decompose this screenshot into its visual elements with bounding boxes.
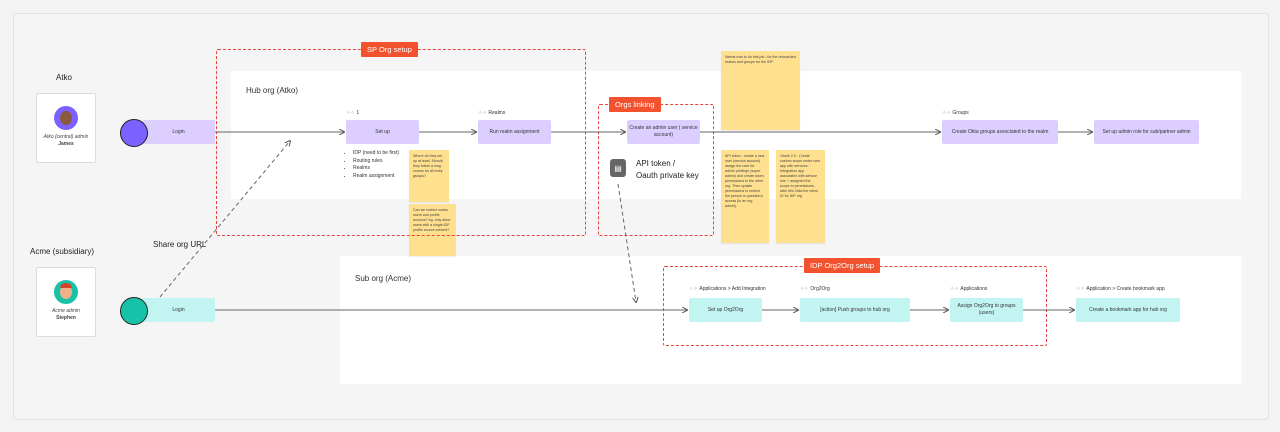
hub-org-title: Hub org (Atko) (246, 86, 299, 95)
atko-login-avatar (120, 119, 148, 147)
atko-admin-avatar (54, 106, 78, 130)
admin-role-node[interactable]: Set up admin role for sub/partner admin (1094, 120, 1199, 144)
atko-group-label: Atko (56, 73, 73, 82)
sub-org-title: Sub org (Acme) (355, 274, 412, 283)
api-token-label: API token / Oauth private key (636, 159, 699, 180)
grid-icon: ⁘⁘ (689, 286, 698, 292)
hub-step-realms: ⁘⁘Realms (478, 110, 506, 116)
acme-admin-role: Acme admin (52, 308, 80, 314)
realm-assignment-node[interactable]: Run realm assignment (478, 120, 551, 144)
sticky-note-4[interactable]: API token - create a new user (service a… (721, 150, 769, 243)
orgs-linking-tag: Orgs linking (609, 97, 661, 112)
atko-admin-name: James (58, 141, 74, 147)
sticky-note-5[interactable]: Oauth 2.0 - Create custom scope under ne… (776, 150, 825, 243)
sticky-note-1[interactable]: Where do they set up at least. Should th… (409, 150, 449, 202)
hub-step-1: ⁘⁘1 (346, 110, 360, 116)
atko-admin-role: Atko (central) admin (43, 134, 89, 140)
atko-login-node[interactable]: Login (142, 120, 215, 144)
document-icon: ▤ (610, 159, 626, 177)
acme-admin-name: Stephen (56, 315, 76, 321)
atko-admin-card: Atko (central) admin James (36, 93, 96, 163)
hub-step-groups: ⁘⁘Groups (942, 110, 969, 116)
sp-org-setup-tag: SP Org setup (361, 42, 418, 57)
bullet-item: IDP (need to be first) (353, 150, 399, 158)
bullet-item: Realms (353, 165, 399, 173)
connector-share-url (159, 141, 290, 298)
sub-step-applications: ⁘⁘Applications (950, 286, 988, 292)
bullet-item: Realm assignment (353, 173, 399, 181)
sub-step-org2org: ⁘⁘Org2Org (800, 286, 830, 292)
grid-icon: ⁘⁘ (346, 110, 355, 116)
admin-user-node[interactable]: Create an admin user ( service account) (627, 120, 700, 144)
sticky-note-2[interactable]: Can we restrict routes users and profile… (409, 204, 456, 256)
share-org-url-label: Share org URL (153, 240, 207, 249)
setup-node[interactable]: Set up (346, 120, 419, 144)
push-groups-node[interactable]: [action] Push groups to hub org (800, 298, 910, 322)
grid-icon: ⁘⁘ (800, 286, 809, 292)
grid-icon: ⁘⁘ (478, 110, 487, 116)
acme-login-node[interactable]: Login (142, 298, 215, 322)
bullet-item: Routing rules (353, 158, 399, 166)
create-bookmark-node[interactable]: Create a bookmark app for hub org (1076, 298, 1180, 322)
acme-login-avatar (120, 297, 148, 325)
grid-icon: ⁘⁘ (1076, 286, 1085, 292)
sub-step-bookmark: ⁘⁘Application > Create bookmark app (1076, 286, 1165, 292)
sub-step-add-integration: ⁘⁘Applications > Add Integration (689, 286, 766, 292)
grid-icon: ⁘⁘ (950, 286, 959, 292)
assign-org2org-node[interactable]: Assign Org2Org to groups (users) (950, 298, 1023, 322)
setup-org2org-node[interactable]: Set up Org2Org (689, 298, 762, 322)
grid-icon: ⁘⁘ (942, 110, 951, 116)
acme-admin-card: Acme admin Stephen (36, 267, 96, 337)
acme-group-label: Acme (subsidiary) (30, 247, 95, 256)
idp-org2org-tag: IDP Org2Org setup (804, 258, 881, 273)
create-groups-node[interactable]: Create Okta groups associated to the rea… (942, 120, 1058, 144)
sticky-note-3[interactable]: Needs now to do this job : for the onboa… (721, 51, 800, 130)
acme-admin-avatar (54, 280, 78, 304)
connector-api-token (617, 183, 636, 302)
setup-bullets: IDP (need to be first) Routing rules Rea… (346, 150, 399, 180)
